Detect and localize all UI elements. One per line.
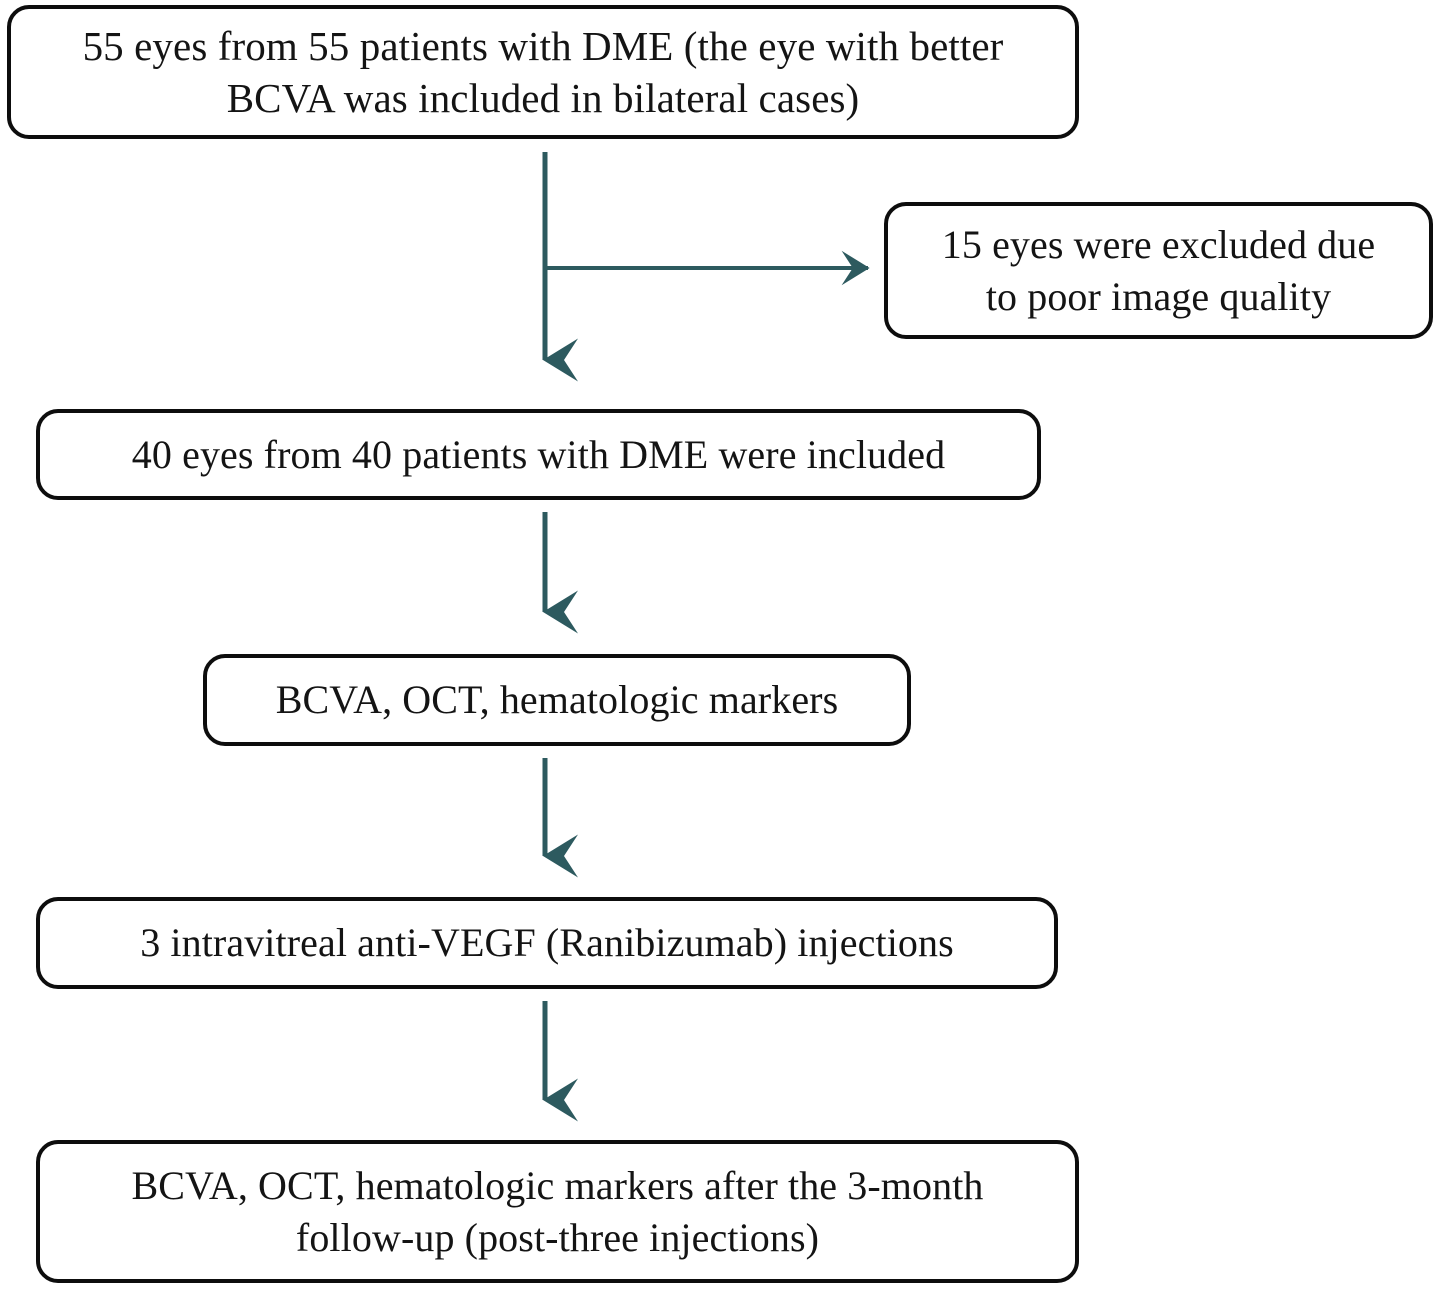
node-baseline-label: BCVA, OCT, hematologic markers (275, 677, 839, 723)
node-followup-label: BCVA, OCT, hematologic markers after the… (131, 1163, 984, 1260)
node-treatment-injections: 3 intravitreal anti-VEGF (Ranibizumab) i… (36, 897, 1058, 989)
node-followup-assessments: BCVA, OCT, hematologic markers after the… (36, 1140, 1079, 1283)
node-cohort-label: 55 eyes from 55 patients with DME (the e… (82, 22, 1004, 121)
node-cohort-total-eyes: 55 eyes from 55 patients with DME (the e… (7, 5, 1079, 139)
node-included-eyes: 40 eyes from 40 patients with DME were i… (36, 409, 1041, 500)
node-baseline-assessments: BCVA, OCT, hematologic markers (203, 654, 911, 746)
node-excluded-eyes: 15 eyes were excluded due to poor image … (884, 202, 1433, 339)
node-included-label: 40 eyes from 40 patients with DME were i… (131, 431, 946, 477)
node-excluded-label: 15 eyes were excluded due to poor image … (941, 222, 1376, 319)
node-treatment-label: 3 intravitreal anti-VEGF (Ranibizumab) i… (140, 920, 954, 966)
